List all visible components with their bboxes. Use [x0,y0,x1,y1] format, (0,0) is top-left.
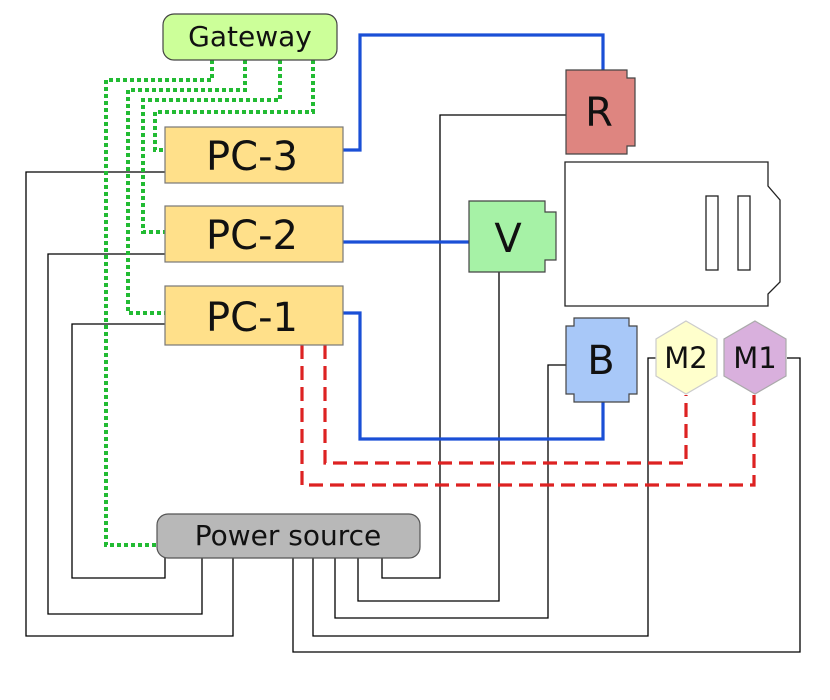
video-links [343,33,605,441]
m1-hexagon [723,320,787,395]
video-link-pc3-r [343,33,605,152]
b-node: B [565,317,638,403]
pc2-box [164,205,344,263]
pc3-box [164,126,344,184]
network-link-pc3 [153,60,315,152]
r-label: R [585,90,613,136]
b-label: B [587,338,614,384]
gateway-label: Gateway [188,20,312,53]
gateway-node: Gateway [162,13,338,61]
video-link-pc1-b [343,311,605,441]
control-link-pc1-m2 [323,345,688,465]
power-wire-m1 [292,357,801,653]
power-wire-r [381,114,566,579]
pc1-label: PC-1 [206,295,298,341]
pc1-box [164,285,344,346]
m2-label: M2 [664,341,707,375]
power-wire-pc3 [25,171,234,637]
power-wire-pc1 [71,323,166,579]
power-source-node: Power source [156,513,421,559]
pc2-node: PC-2 [164,205,344,263]
power-wire-m2 [312,357,657,637]
m1-node: M1 [723,320,787,395]
m2-hexagon [655,320,718,395]
pc1-node: PC-1 [164,285,344,346]
power-source-label: Power source [195,519,382,552]
m1-label: M1 [733,341,776,375]
power-wire-pc2 [47,253,203,615]
pc3-node: PC-3 [164,126,344,184]
power-source-box [156,513,421,559]
b-box [565,317,638,403]
m2-node: M2 [655,320,718,395]
network-link-pc1 [126,60,247,315]
power-wire-v [357,272,500,602]
v-label: V [494,216,522,262]
gateway-box [162,13,338,61]
network-link-power [104,60,214,547]
v-node: V [468,200,557,273]
r-box [565,69,636,155]
control-link-pc1-m1 [300,345,756,487]
power-wire-b [334,364,566,619]
r-node: R [565,69,636,155]
power-wires [25,114,801,653]
control-links [300,345,756,487]
network-link-pc2 [141,60,282,234]
pc2-label: PC-2 [206,213,298,259]
v-box [468,200,557,273]
device-slot-left [705,195,719,271]
device-slot-right [737,195,751,271]
pc3-label: PC-3 [206,134,298,180]
network-links [104,60,315,547]
device-box [564,161,781,307]
device-body [564,161,781,307]
